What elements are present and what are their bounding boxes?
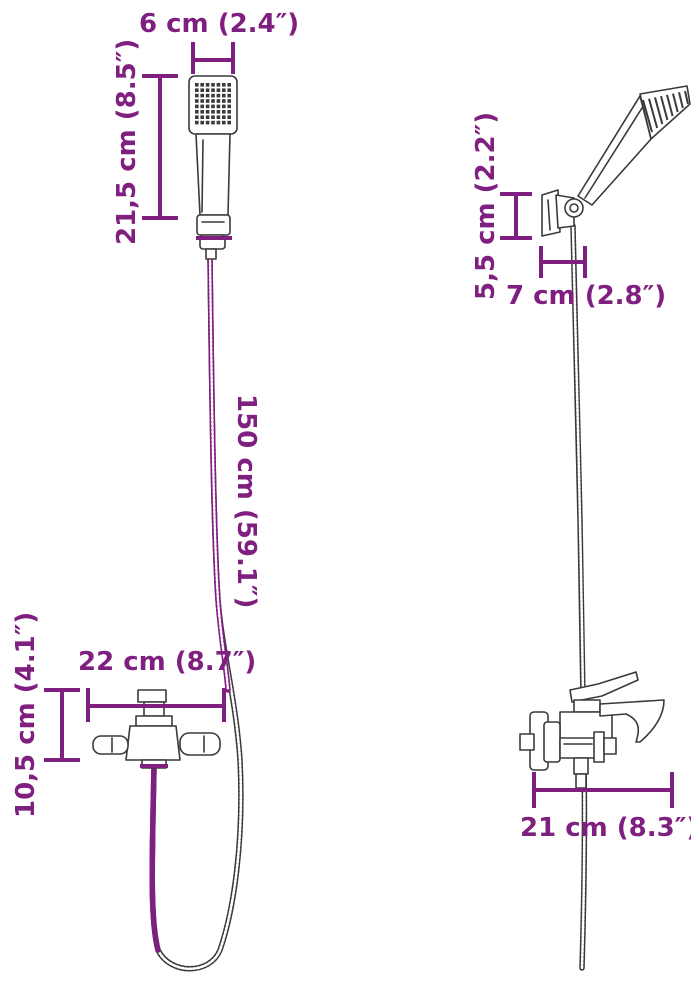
nozzle xyxy=(222,104,226,109)
nozzle xyxy=(227,88,231,92)
nozzle xyxy=(195,110,199,114)
nozzle xyxy=(205,88,210,92)
nozzle xyxy=(222,88,226,92)
nozzle-row xyxy=(654,97,664,125)
nozzle xyxy=(205,110,210,114)
nozzle xyxy=(195,115,199,119)
nozzle xyxy=(211,99,215,103)
nozzle xyxy=(211,104,215,109)
nozzle xyxy=(195,99,199,103)
nozzle xyxy=(227,104,231,109)
nozzle xyxy=(205,83,210,87)
nozzle xyxy=(227,93,231,98)
nozzle xyxy=(216,99,221,103)
nozzle xyxy=(205,115,210,119)
nozzle xyxy=(200,83,204,87)
dim-holder-height: 5,5 cm (2.2″) xyxy=(471,112,532,300)
faucet-length-label: 21 cm (8.3″) xyxy=(520,813,691,843)
nozzle xyxy=(216,110,221,114)
nozzle xyxy=(200,110,204,114)
nozzle-row xyxy=(642,99,653,133)
nozzle xyxy=(205,104,210,109)
dim-faucet-height: 10,5 cm (4.1″) xyxy=(11,612,80,818)
faucet-height-label: 10,5 cm (4.1″) xyxy=(11,612,41,818)
nozzle xyxy=(211,88,215,92)
dim-faucet-width: 22 cm (8.7″) xyxy=(78,647,256,722)
nozzle xyxy=(205,93,210,98)
dim-head-width: 6 cm (2.4″) xyxy=(139,9,299,74)
nozzle xyxy=(222,120,226,125)
nozzle xyxy=(216,83,221,87)
dim-faucet-length: 21 cm (8.3″) xyxy=(520,772,691,843)
head-width-label: 6 cm (2.4″) xyxy=(139,9,299,39)
spray-nozzles-side xyxy=(642,90,689,133)
nozzle xyxy=(200,93,204,98)
nozzle xyxy=(211,83,215,87)
nozzle xyxy=(216,93,221,98)
nozzle xyxy=(200,104,204,109)
nozzle-row xyxy=(648,98,659,129)
nozzle xyxy=(227,83,231,87)
nozzle xyxy=(227,120,231,125)
nozzle xyxy=(200,99,204,103)
nozzle xyxy=(222,93,226,98)
nozzle xyxy=(227,115,231,119)
nozzle xyxy=(222,110,226,114)
right-hose xyxy=(570,223,588,971)
holder-width-label: 7 cm (2.8″) xyxy=(506,281,666,311)
faucet-side xyxy=(519,671,665,789)
nozzle xyxy=(211,93,215,98)
nozzle xyxy=(216,104,221,109)
spray-nozzles xyxy=(195,83,231,125)
nozzle xyxy=(227,99,231,103)
nozzle xyxy=(216,88,221,92)
nozzle xyxy=(211,120,215,125)
nozzle xyxy=(195,120,199,125)
nozzle xyxy=(222,83,226,87)
nozzle xyxy=(195,104,199,109)
head-length-label: 21,5 cm (8.5″) xyxy=(112,39,142,245)
nozzle xyxy=(195,83,199,87)
nozzle-row xyxy=(684,90,689,105)
faucet-front xyxy=(92,689,221,769)
nozzle-row xyxy=(672,93,679,113)
nozzle xyxy=(205,99,210,103)
dim-head-length: 21,5 cm (8.5″) xyxy=(112,39,178,245)
nozzle xyxy=(222,115,226,119)
holder-height-label: 5,5 cm (2.2″) xyxy=(471,112,501,300)
hand-shower-front xyxy=(188,75,238,260)
nozzle xyxy=(200,115,204,119)
nozzle xyxy=(195,88,199,92)
dim-holder-width: 7 cm (2.8″) xyxy=(506,246,666,311)
right-view: 5,5 cm (2.2″) 7 cm (2.8″) xyxy=(471,85,691,971)
nozzle xyxy=(216,115,221,119)
nozzle xyxy=(222,99,226,103)
nozzle xyxy=(195,93,199,98)
nozzle-row xyxy=(660,95,669,121)
nozzle xyxy=(205,120,210,125)
nozzle xyxy=(216,120,221,125)
wall-holder xyxy=(541,189,584,237)
nozzle-row xyxy=(666,94,674,117)
nozzle-row xyxy=(678,92,684,109)
nozzle xyxy=(227,110,231,114)
nozzle xyxy=(211,115,215,119)
faucet-width-label: 22 cm (8.7″) xyxy=(78,647,256,677)
nozzle xyxy=(200,88,204,92)
left-view: 6 cm (2.4″) 21,5 cm (8.5″) 150 cm (59.1″… xyxy=(11,9,299,972)
nozzle xyxy=(211,110,215,114)
left-hose xyxy=(149,252,244,972)
hose-length-label: 150 cm (59.1″) xyxy=(231,394,261,608)
nozzle xyxy=(200,120,204,125)
hand-shower-side xyxy=(577,85,691,206)
